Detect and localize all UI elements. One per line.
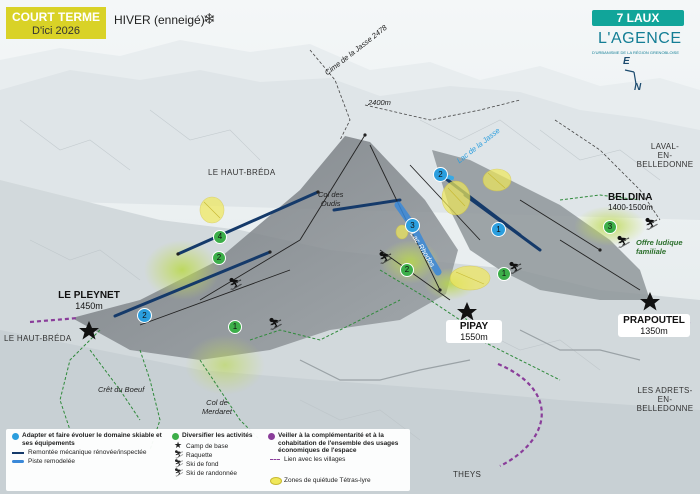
svg-text:⛷: ⛷ <box>644 217 659 231</box>
green-marker-2b[interactable]: 2 <box>400 263 414 277</box>
col-2400-label: 2400m <box>368 98 391 107</box>
green-dot-icon <box>172 433 179 440</box>
village-link-icon <box>270 459 280 460</box>
compass-arrows-icon <box>624 69 637 85</box>
station-beldina-name: BELDINA <box>608 192 653 203</box>
svg-text:⛷: ⛷ <box>616 235 631 249</box>
ski-touring-icon: ⛷ <box>174 468 185 477</box>
col-des-oudis-label: Col des Oudis <box>318 190 344 208</box>
laval-label: LAVAL- EN-BELLEDONNE <box>636 142 694 169</box>
lift-line-icon <box>12 452 24 454</box>
legend-col2-item1: Camp de base <box>186 443 229 450</box>
legend-col2-item2: Raquette <box>186 452 213 459</box>
station-prapoutel-name: PRAPOUTEL <box>623 315 685 326</box>
svg-text:⛷: ⛷ <box>378 251 393 265</box>
horizon-title: COURT TERME <box>12 10 100 24</box>
station-pleynet-alt: 1450m <box>75 301 103 311</box>
cret-boeuf-label: Crêt du Boeuf <box>98 385 145 394</box>
horizon-badge: COURT TERME D'ici 2026 <box>6 7 106 39</box>
blue-marker-1[interactable]: 1 <box>491 222 506 237</box>
green-marker-3[interactable]: 3 <box>603 220 617 234</box>
legend-col2-item4: Ski de randonnée <box>186 470 237 477</box>
agency-subtitle: D'URBANISME DE LA RÉGION GRENOBLOISE <box>592 50 680 55</box>
svg-text:⛷: ⛷ <box>228 277 243 291</box>
station-beldina-alt: 1400-1500m <box>608 203 653 212</box>
blue-dot-icon <box>12 433 19 440</box>
adrets-label: LES ADRETS- EN-BELLEDONNE <box>636 386 694 413</box>
haut-breda-north-label: LE HAUT-BRÉDA <box>208 168 276 177</box>
legend-col3-item1: Lien avec les villages <box>284 456 346 463</box>
site-badge: 7 LAUX <box>592 10 684 26</box>
star-icon: ★ <box>174 440 183 450</box>
blue-marker-3[interactable]: 3 <box>405 218 420 233</box>
agency-logo: L'AGENCE <box>598 30 682 47</box>
station-prapoutel-alt: 1350m <box>640 326 668 336</box>
green-marker-4[interactable]: 4 <box>213 230 227 244</box>
quiet-zone-icon <box>270 477 282 485</box>
horizon-date: D'ici 2026 <box>32 25 80 37</box>
blue-marker-2a[interactable]: 2 <box>137 308 152 323</box>
legend-col1-item2: Piste remodelée <box>28 458 75 465</box>
col-merdaret-label: Col de Merdaret <box>202 398 233 416</box>
legend-col1-title: Adapter et faire évoluer le domaine skia… <box>22 432 162 447</box>
theys-label: THEYS <box>453 470 482 479</box>
legend-col2-item3: Ski de fond <box>186 461 219 468</box>
station-pipay[interactable]: PIPAY 1550m <box>446 320 502 343</box>
station-prapoutel[interactable]: PRAPOUTEL 1350m <box>618 314 690 337</box>
svg-text:⛷: ⛷ <box>268 317 283 331</box>
legend-col1-item1: Remontée mécanique rénovée/inspectée <box>28 449 147 456</box>
offre-ludique-label: Offre ludique familiale <box>636 238 683 256</box>
green-marker-1b[interactable]: 1 <box>497 267 511 281</box>
haut-breda-west-label: LE HAUT-BRÉDA <box>4 334 72 343</box>
piste-line-icon <box>12 460 24 463</box>
station-pleynet[interactable]: LE PLEYNET 1450m <box>52 290 126 311</box>
purple-dot-icon <box>268 433 275 440</box>
compass-east: E <box>623 56 630 67</box>
snowflake-icon: ❄ <box>203 11 216 28</box>
cross-country-ski-icon: ⛷ <box>174 459 185 468</box>
snowshoe-icon: ⛷ <box>174 450 185 459</box>
legend-col2-title: Diversifier les activités <box>182 432 253 439</box>
station-pipay-alt: 1550m <box>460 332 488 342</box>
compass-north: N <box>634 82 642 93</box>
station-pipay-name: PIPAY <box>459 321 489 332</box>
legend-col3-title: Veiller à la complémentarité et à la coh… <box>278 432 399 454</box>
legend-col3-item2: Zones de quiétude Tétras-lyre <box>284 477 371 484</box>
blue-marker-2b[interactable]: 2 <box>433 167 448 182</box>
season-label: HIVER (enneigé) <box>114 13 205 27</box>
station-pleynet-name: LE PLEYNET <box>58 290 120 301</box>
svg-text:⛷: ⛷ <box>508 261 523 275</box>
green-marker-1a[interactable]: 1 <box>228 320 242 334</box>
green-marker-2a[interactable]: 2 <box>212 251 226 265</box>
station-beldina[interactable]: BELDINA 1400-1500m <box>608 192 672 212</box>
legend-panel: Adapter et faire évoluer le domaine skia… <box>6 429 410 491</box>
